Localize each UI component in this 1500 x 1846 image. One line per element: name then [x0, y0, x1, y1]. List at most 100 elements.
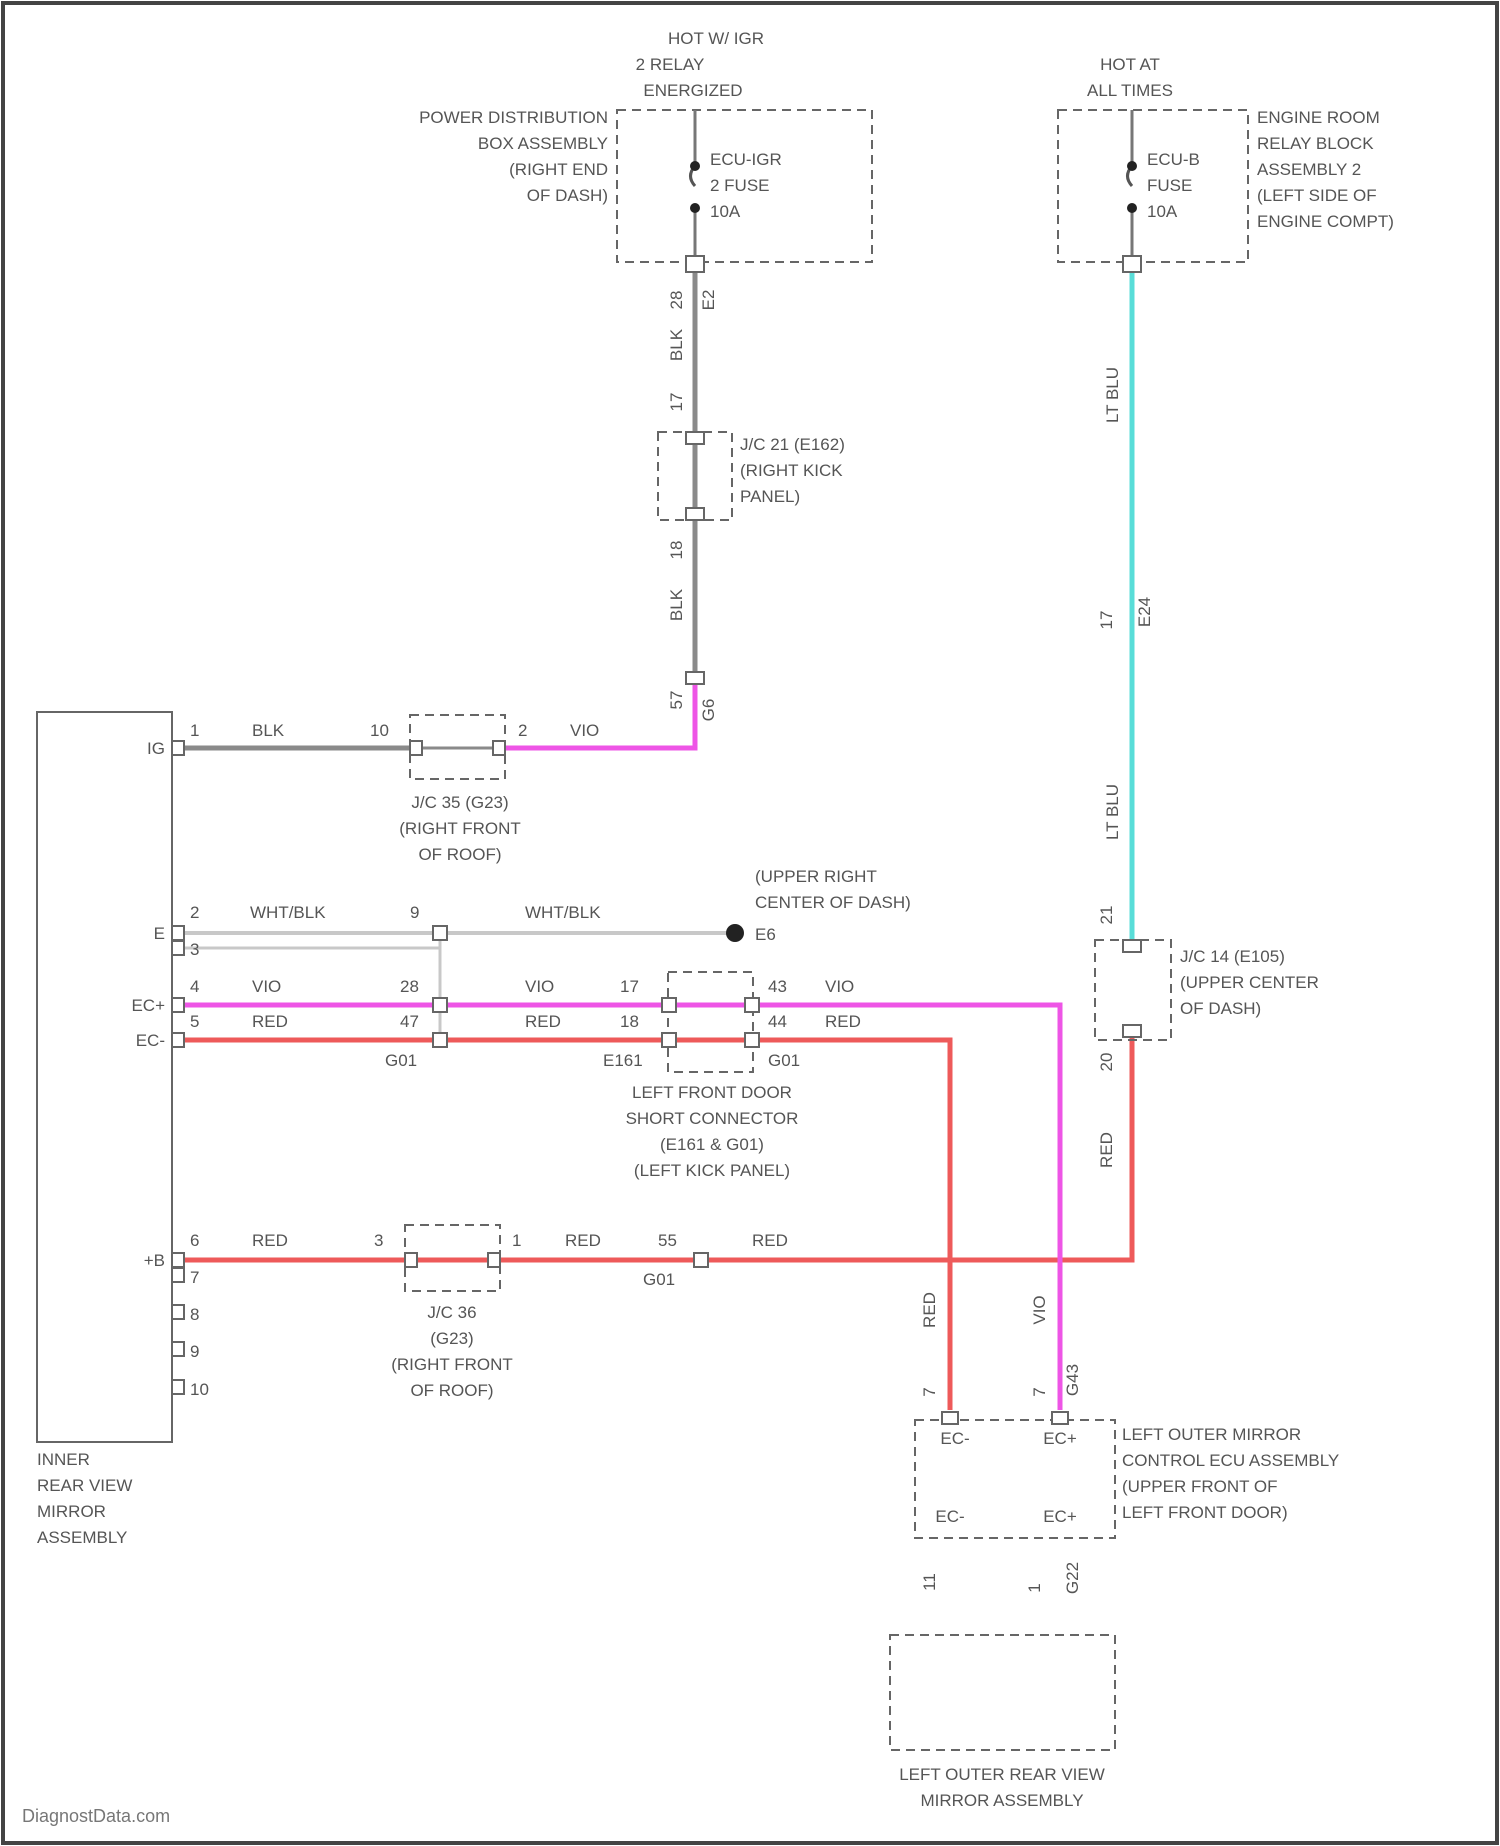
terminal-jc14-top — [1123, 940, 1141, 952]
terminal-jc21-in — [686, 432, 704, 444]
engine-room-name-2: RELAY BLOCK — [1257, 134, 1374, 153]
wire-red-plus-b — [185, 1028, 1132, 1260]
ground-point-e6 — [726, 924, 744, 942]
terminal-jc14-bottom — [1123, 1025, 1141, 1037]
b-wire-label-3: RED — [752, 1231, 788, 1250]
fuse-ecu-b-node-top — [1127, 161, 1137, 171]
fuse-ecu-b-label-3: 10A — [1147, 202, 1178, 221]
jc35-pin-2-label: 2 — [518, 721, 527, 740]
inner-mirror-name-2: REAR VIEW — [37, 1476, 132, 1495]
power-dist-name-3: (RIGHT END — [509, 160, 608, 179]
jc36-pin-3-label: 3 — [374, 1231, 383, 1250]
outer-mirror-conn-g22: G22 — [1063, 1562, 1082, 1594]
ecm-wire-label-1: RED — [252, 1012, 288, 1031]
inner-mirror-terminal-8 — [172, 1305, 184, 1319]
jc14-pin-21-label: 21 — [1097, 906, 1116, 925]
fuse-ecu-igr-label-2: 2 FUSE — [710, 176, 770, 195]
junction-pin-57-label: 57 — [667, 691, 686, 710]
ground-name-1: (UPPER RIGHT — [755, 867, 877, 886]
ecm-g01-pin: 47 — [400, 1012, 419, 1031]
short-conn-name-1: LEFT FRONT DOOR — [632, 1083, 792, 1102]
inner-mirror-pin-plus-b: +B — [144, 1251, 165, 1270]
ecp-wire-label-2: VIO — [525, 977, 554, 996]
inner-mirror-terminal-5 — [172, 1033, 184, 1047]
engine-room-hot-note-1: HOT AT — [1100, 55, 1160, 74]
jc14-pin-20-label: 20 — [1097, 1053, 1116, 1072]
ecp-wire-label-3: VIO — [825, 977, 854, 996]
terminal-g01-plus-b — [694, 1253, 708, 1267]
pin-e2-label: E2 — [699, 290, 718, 311]
fuse-ecu-b-label-2: FUSE — [1147, 176, 1192, 195]
inner-mirror-box — [37, 712, 172, 1442]
engine-room-name-1: ENGINE ROOM — [1257, 108, 1380, 127]
jc21-pin-17-label: 17 — [667, 393, 686, 412]
fuse-ecu-igr-label-3: 10A — [710, 202, 741, 221]
fuse-ecu-igr-node-bottom — [690, 203, 700, 213]
g01-left-label: G01 — [385, 1051, 417, 1070]
mirror-ecu-top-ec-minus: EC- — [940, 1429, 969, 1448]
ecm-sc-left-pin: 18 — [620, 1012, 639, 1031]
jc21-name-2: (RIGHT KICK — [740, 461, 843, 480]
wire-blk-top-label: BLK — [667, 328, 686, 361]
terminal-mirror-ecu-ec-minus — [942, 1412, 958, 1424]
pin-10-number: 10 — [190, 1380, 209, 1399]
terminal-g01-right-ec-minus — [745, 1033, 759, 1047]
outer-mirror-name-2: MIRROR ASSEMBLY — [920, 1791, 1083, 1810]
engine-room-name-3: ASSEMBLY 2 — [1257, 160, 1361, 179]
outer-mirror-box — [890, 1635, 1115, 1750]
mirror-ecu-bottom-ec-minus: EC- — [935, 1507, 964, 1526]
jc14-name-3: OF DASH) — [1180, 999, 1261, 1018]
jc36-name-2: (G23) — [430, 1329, 473, 1348]
terminal-g6-junction — [686, 672, 704, 684]
terminal-wht-blk-splice — [433, 926, 447, 940]
wire-ltblu-lower-label: LT BLU — [1103, 784, 1122, 840]
ground-name-2: CENTER OF DASH) — [755, 893, 911, 912]
jc35-name-1: J/C 35 (G23) — [411, 793, 508, 812]
power-dist-hot-note-2: 2 RELAY — [636, 55, 705, 74]
b-g01-pin: 55 — [658, 1231, 677, 1250]
power-dist-hot-note-3: ENERGIZED — [643, 81, 742, 100]
ecp-sc-left-pin: 17 — [620, 977, 639, 996]
ltblu-pin-17-label: 17 — [1097, 611, 1116, 630]
inner-mirror-terminal-9 — [172, 1342, 184, 1356]
inner-mirror-pin-ec-plus: EC+ — [131, 996, 165, 1015]
terminal-jc21-out — [686, 508, 704, 520]
jc35-pin-10-label: 10 — [370, 721, 389, 740]
e161-label: E161 — [603, 1051, 643, 1070]
diagram-border — [3, 3, 1497, 1843]
inner-mirror-pin-e: E — [154, 924, 165, 943]
mirror-ecu-name-2: CONTROL ECU ASSEMBLY — [1122, 1451, 1339, 1470]
inner-mirror-terminal-2 — [172, 926, 184, 940]
terminal-jc35-left — [410, 741, 422, 755]
mirror-ecu-conn-g43: G43 — [1063, 1364, 1082, 1396]
g01-bottom-label: G01 — [643, 1270, 675, 1289]
mirror-ecu-pin-right: 7 — [1030, 1387, 1049, 1396]
ig-pin-number: 1 — [190, 721, 199, 740]
jc36-name-4: OF ROOF) — [410, 1381, 493, 1400]
short-connector-box — [668, 972, 753, 1072]
terminal-jc36-left — [405, 1253, 417, 1267]
short-conn-name-3: (E161 & G01) — [660, 1135, 764, 1154]
inner-mirror-terminal-4 — [172, 998, 184, 1012]
jc36-pin-1-label: 1 — [512, 1231, 521, 1250]
ecp-pin-number: 4 — [190, 977, 199, 996]
pin-7-number: 7 — [190, 1268, 199, 1287]
jc14-name-2: (UPPER CENTER — [1180, 973, 1319, 992]
terminal-power-dist — [686, 256, 704, 272]
power-dist-name-4: OF DASH) — [527, 186, 608, 205]
inner-mirror-name-3: MIRROR — [37, 1502, 106, 1521]
pin-28-label: 28 — [667, 291, 686, 310]
pin-8-number: 8 — [190, 1305, 199, 1324]
wire-red-jc14-label: RED — [1097, 1132, 1116, 1168]
terminal-mirror-ecu-ec-plus — [1052, 1412, 1068, 1424]
inner-mirror-terminal-1 — [172, 741, 184, 755]
e-wire-label-2: WHT/BLK — [525, 903, 601, 922]
power-dist-name-1: POWER DISTRIBUTION — [419, 108, 608, 127]
terminal-e161-ec-plus — [662, 998, 676, 1012]
b-wire-label-1: RED — [252, 1231, 288, 1250]
inner-mirror-pin-ig: IG — [147, 739, 165, 758]
ecm-wire-label-3: RED — [825, 1012, 861, 1031]
terminal-g01-ec-minus — [433, 1033, 447, 1047]
